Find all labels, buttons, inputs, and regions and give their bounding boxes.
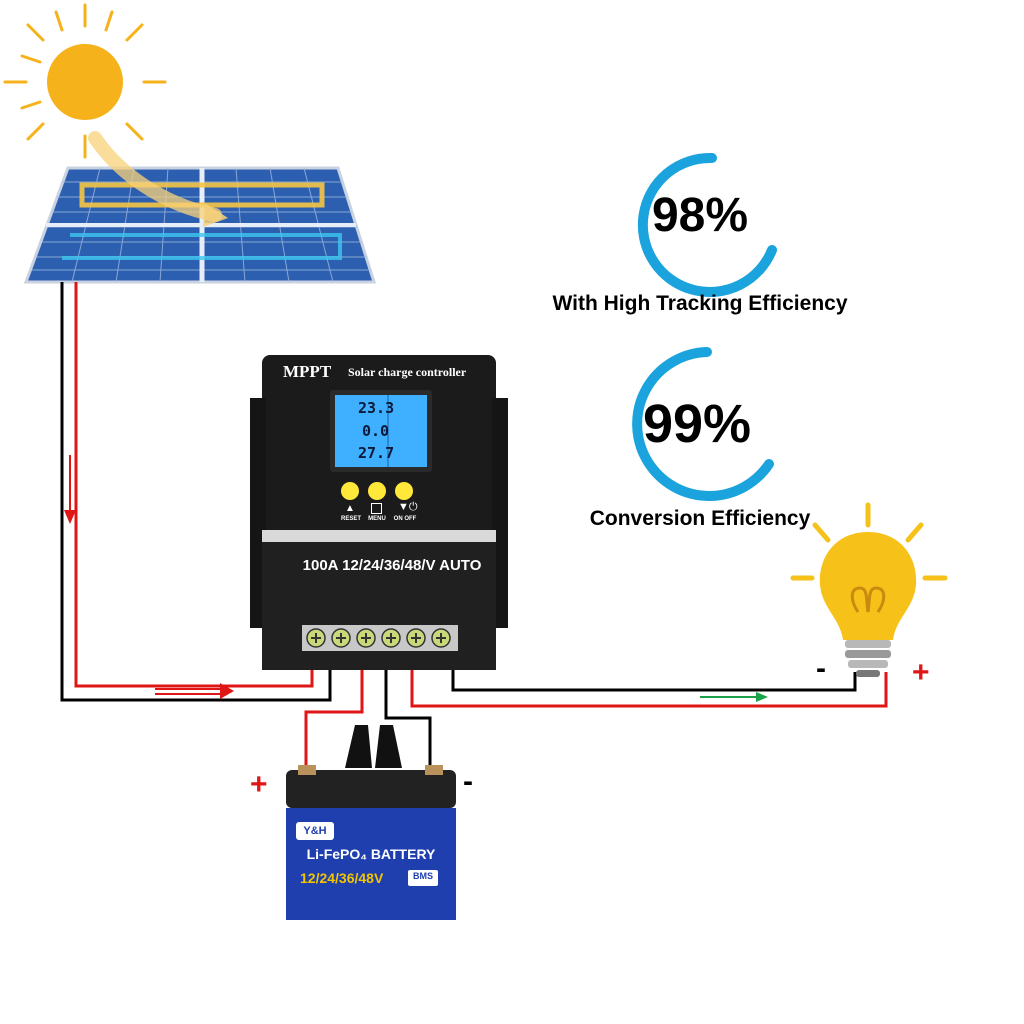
menu-button-label: MENU — [368, 516, 386, 522]
battery-bms: BMS — [413, 871, 433, 881]
charge-controller-icon — [250, 355, 508, 670]
controller-subtitle: Solar charge controller — [348, 365, 467, 379]
tracking-efficiency-label: With High Tracking Efficiency — [552, 292, 848, 315]
battery-voltage: 12/24/36/48V — [300, 870, 384, 886]
panel-wires — [60, 282, 332, 702]
load-positive-sign: + — [912, 656, 930, 689]
flow-arrow-down — [64, 455, 76, 524]
on-off-button-label: ON OFF — [393, 516, 417, 522]
controller-rating: 100A 12/24/36/48/V AUTO — [302, 557, 482, 574]
battery-icon — [286, 725, 456, 920]
power-icon: ▼⏻ — [398, 501, 418, 513]
tracking-efficiency-value: 98% — [651, 189, 749, 242]
flow-arrow-right — [155, 683, 234, 699]
battery-wires — [304, 660, 432, 775]
lcd-reading-1: 23.3 — [358, 399, 395, 417]
solar-panel-icon — [23, 131, 377, 284]
terminal-block — [302, 625, 458, 651]
lcd-reading-3: 27.7 — [358, 444, 395, 462]
battery-title: Li-FePO₄ BATTERY — [306, 846, 436, 862]
flow-arrow-green — [700, 692, 768, 702]
lcd-reading-2: 0.0 — [362, 422, 390, 440]
reset-button-label: RESET — [340, 516, 361, 522]
ring-99 — [632, 347, 774, 501]
menu-icon — [371, 503, 382, 514]
controller-brand: MPPT — [283, 362, 332, 381]
battery-positive-sign: + — [250, 768, 268, 801]
ring-98 — [637, 152, 777, 297]
load-wires — [410, 660, 888, 708]
battery-brand: Y&H — [303, 825, 327, 837]
sun-icon — [3, 3, 167, 159]
triangle-up-icon: ▲ — [345, 503, 355, 514]
conversion-efficiency-value: 99% — [642, 394, 752, 454]
battery-negative-sign: - — [463, 765, 473, 798]
conversion-efficiency-label: Conversion Efficiency — [589, 507, 811, 530]
load-negative-sign: - — [816, 652, 826, 685]
light-bulb-icon — [790, 502, 948, 677]
